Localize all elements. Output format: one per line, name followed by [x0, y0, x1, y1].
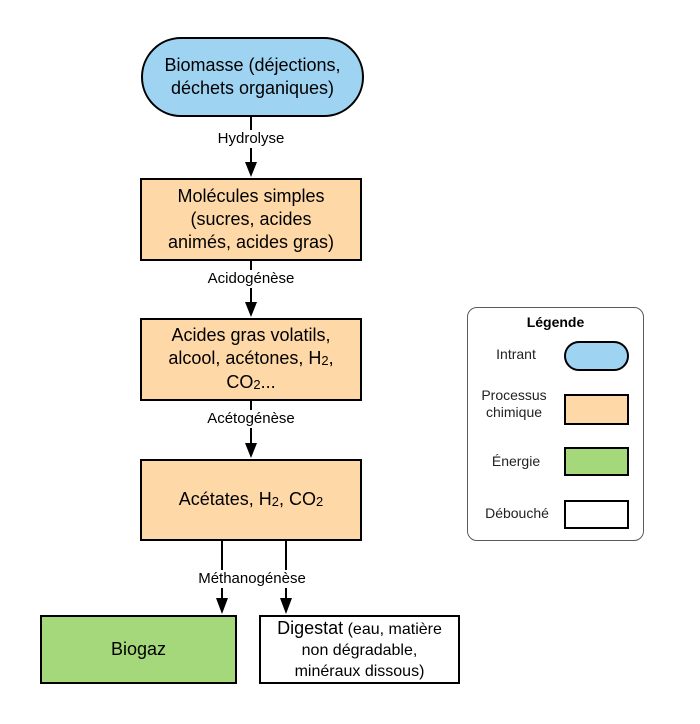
- legend-swatch-debouche: [564, 500, 629, 529]
- text: CO: [226, 372, 254, 392]
- text: alcool, acétones, H: [168, 348, 322, 368]
- arrowhead: [245, 443, 257, 458]
- subscript: 2: [316, 493, 324, 509]
- node-digestat-line3: minéraux dissous): [294, 662, 425, 680]
- node-biomasse-line1: Biomasse (déjections,: [164, 55, 341, 75]
- node-biogaz: Biogaz: [40, 615, 237, 684]
- node-acides-line1: Acides gras volatils,: [171, 325, 331, 345]
- node-digestat: Digestat (eau, matière non dégradable, m…: [259, 615, 460, 684]
- text: Digestat: [277, 617, 344, 638]
- arrowhead: [245, 302, 257, 317]
- subscript: 2: [253, 376, 261, 392]
- text: chimique: [485, 404, 543, 420]
- node-acides-line3: CO2...: [168, 371, 333, 395]
- text: ...: [260, 372, 276, 392]
- legend-label-debouche: Débouché: [485, 505, 549, 521]
- node-acides-line2: alcool, acétones, H2,: [168, 347, 333, 371]
- node-digestat-line2: non dégradable,: [301, 641, 418, 659]
- node-biogaz-text: Biogaz: [110, 639, 167, 659]
- arrowhead: [216, 598, 228, 614]
- legend-label-intrant: Intrant: [496, 346, 536, 362]
- edge-label-hydrolyse: Hydrolyse: [216, 130, 286, 148]
- node-molecules-line1: Molécules simples: [177, 186, 325, 206]
- arrowhead: [245, 162, 257, 177]
- legend-swatch-intrant: [564, 341, 629, 371]
- text: (eau, matière: [343, 620, 442, 638]
- node-molecules-simples: Molécules simples (sucres, acides animés…: [140, 178, 362, 261]
- legend-label-energie: Énergie: [491, 453, 541, 469]
- subscript: 2: [271, 493, 280, 509]
- edge-label-acidogenese: Acidogénèse: [206, 270, 296, 288]
- legend: Légende Intrant Processus chimique Énerg…: [467, 307, 644, 541]
- node-acetates-text: Acétates, H2, CO2: [179, 488, 324, 512]
- legend-title: Légende: [526, 314, 585, 330]
- node-digestat-line1: Digestat (eau, matière: [277, 618, 442, 640]
- text: Acétates, H: [178, 489, 272, 509]
- node-acetates: Acétates, H2, CO2: [140, 459, 362, 541]
- edge-label-acetogenese: Acétogénèse: [206, 410, 296, 428]
- text: ,: [328, 348, 334, 368]
- legend-label-processus: Processus chimique: [464, 387, 564, 421]
- text: , CO: [279, 489, 317, 509]
- node-biomasse: Biomasse (déjections, déchets organiques…: [141, 37, 364, 117]
- arrowhead: [280, 598, 292, 614]
- subscript: 2: [321, 352, 329, 368]
- node-biomasse-line2: déchets organiques): [170, 78, 335, 98]
- edge-label-methanogenese: Méthanogénèse: [197, 570, 307, 588]
- node-acides-gras-volatils: Acides gras volatils, alcool, acétones, …: [140, 318, 362, 401]
- legend-swatch-energie: [564, 447, 629, 476]
- legend-swatch-processus: [564, 394, 629, 425]
- node-molecules-line3: animés, acides gras): [167, 232, 335, 252]
- node-molecules-line2: (sucres, acides: [190, 209, 312, 229]
- text: Processus: [481, 387, 547, 403]
